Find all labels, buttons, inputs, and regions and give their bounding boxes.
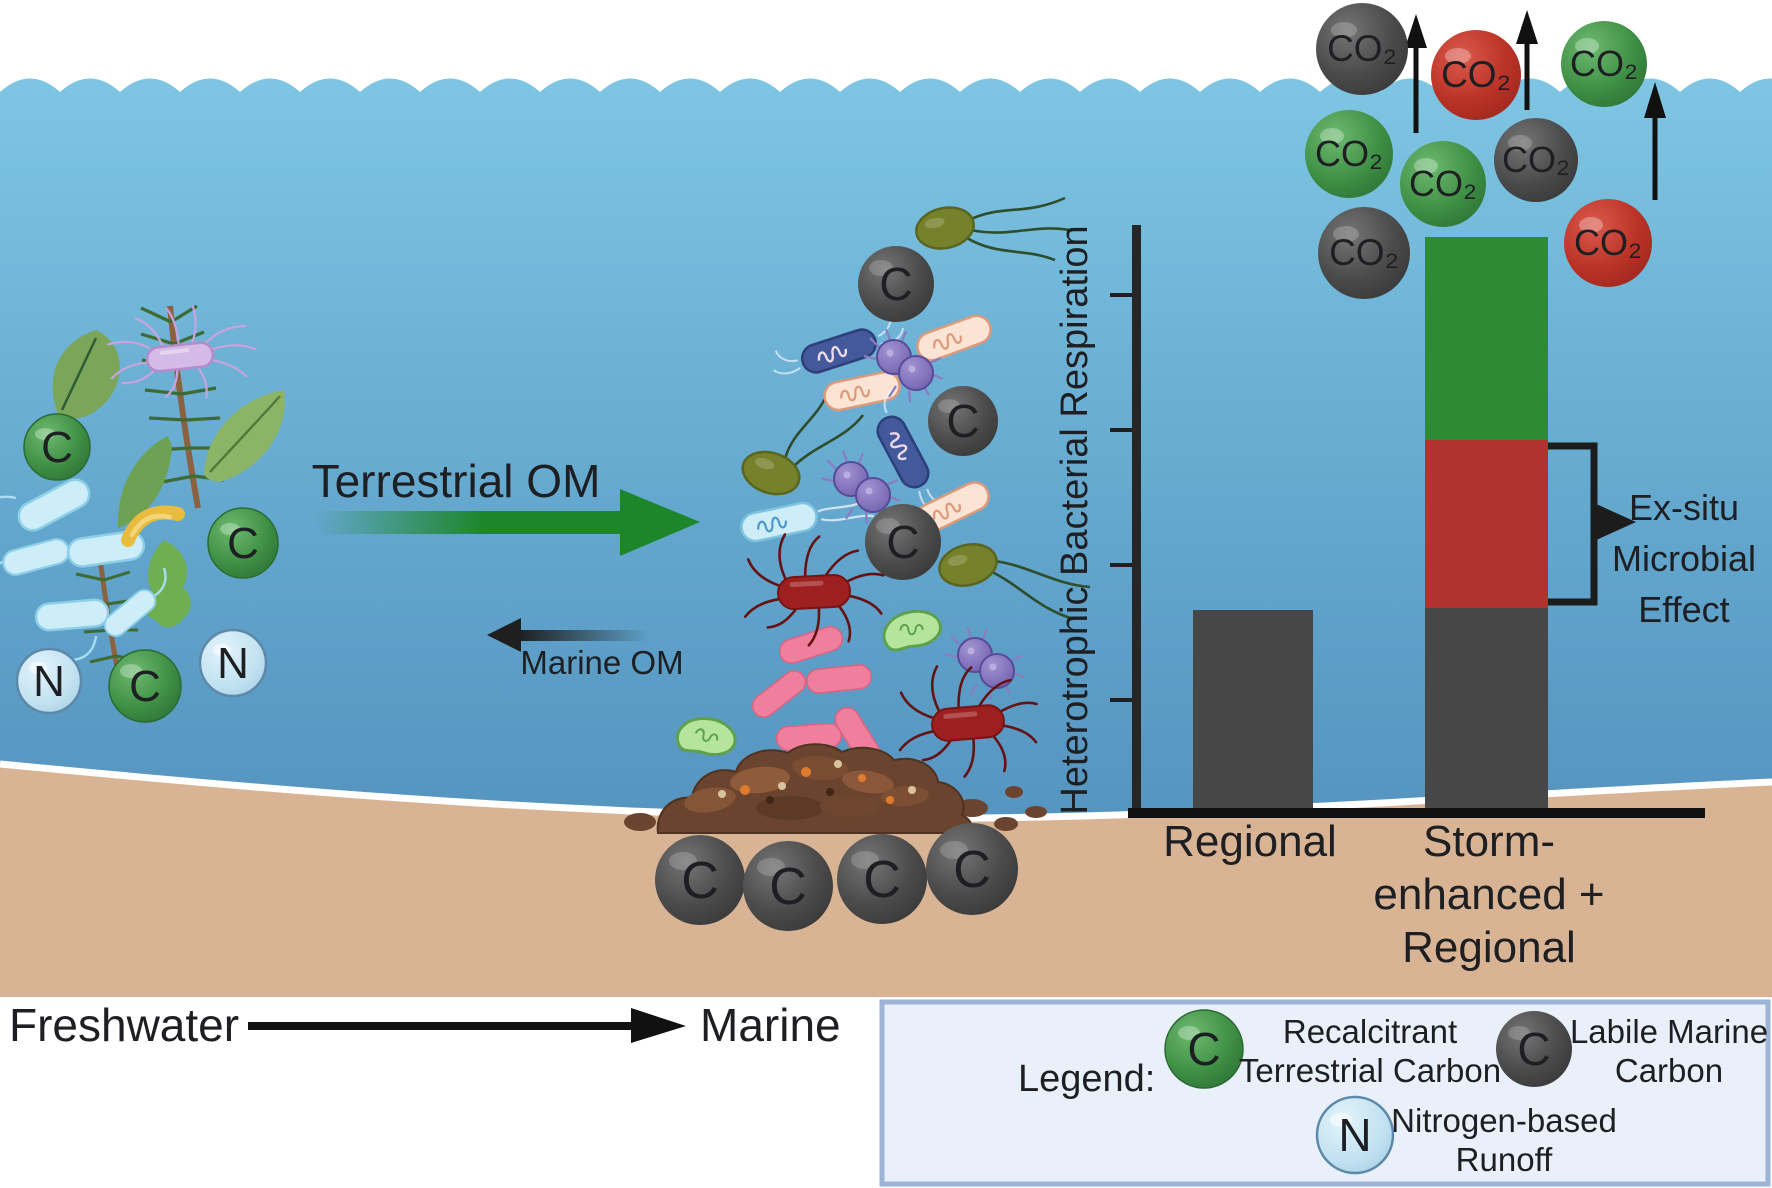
labile-carbon-sphere: C bbox=[858, 246, 934, 322]
co2-glyph: CO₂ bbox=[1315, 133, 1383, 174]
legend-label: Runoff bbox=[1456, 1141, 1553, 1178]
legend-box: Legend: C Recalcitrant Terrestrial Carbo… bbox=[879, 999, 1771, 1187]
terrestrial-om-flux: Terrestrial OM bbox=[312, 455, 700, 556]
terrestrial-om-arrowhead-icon bbox=[620, 489, 700, 556]
legend-title: Legend: bbox=[1018, 1058, 1155, 1100]
carbon-glyph: C bbox=[879, 258, 912, 310]
x-tick-label-storm-line1: Storm- bbox=[1423, 817, 1555, 866]
right-arrowhead-icon bbox=[631, 1008, 686, 1043]
marine-om-arrow bbox=[519, 630, 649, 641]
marine-om-arrowhead-icon bbox=[487, 618, 521, 652]
terrestrial-om-label: Terrestrial OM bbox=[312, 455, 601, 507]
co2-glyph: CO₂ bbox=[1327, 28, 1397, 69]
labile-carbon-sphere: C bbox=[928, 386, 998, 456]
carbon-glyph: C bbox=[41, 423, 73, 472]
nitrogen-runoff-circle: N bbox=[15, 647, 83, 715]
bar-storm-gray-segment bbox=[1425, 608, 1548, 815]
legend-label: Labile Marine bbox=[1570, 1013, 1768, 1050]
nitrogen-glyph: N bbox=[33, 657, 65, 706]
carbon-glyph: C bbox=[953, 841, 991, 899]
sediment-deposit: C C C C bbox=[624, 743, 1047, 931]
legend-label: Nitrogen-based bbox=[1391, 1102, 1617, 1139]
ex-situ-label-line1: Ex-situ bbox=[1629, 487, 1739, 528]
marine-microbial-cluster: C C C bbox=[674, 196, 1091, 784]
y-axis-line bbox=[1132, 225, 1141, 817]
terrestrial-carbon-circle: C bbox=[108, 649, 182, 723]
respiration-bar-chart: Heterotrophic Bacterial Respiration Regi… bbox=[1054, 225, 1756, 972]
freshwater-to-marine-arrow bbox=[248, 1022, 634, 1030]
co2-glyph: CO₂ bbox=[1409, 163, 1477, 204]
carbon-glyph: C bbox=[863, 851, 901, 909]
co2-outgassing: CO₂ CO₂ CO₂ CO₂ CO₂ CO₂ CO₂ CO₂ bbox=[1305, 3, 1666, 299]
terrestrial-plant-debris: C C N C N bbox=[0, 304, 285, 723]
terrestrial-om-arrow bbox=[315, 511, 622, 534]
buried-labile-carbon-sphere: C bbox=[743, 841, 833, 931]
legend-item-recalcitrant-terrestrial-carbon: C Recalcitrant Terrestrial Carbon bbox=[1164, 1009, 1501, 1089]
nitrogen-glyph: N bbox=[1338, 1109, 1371, 1161]
bar-storm-green-segment bbox=[1425, 237, 1548, 440]
nitrogen-runoff-circle: N bbox=[198, 628, 268, 698]
lance-leaf-icon bbox=[117, 436, 172, 528]
lavender-bacterium-icon bbox=[107, 305, 257, 399]
nitrogen-glyph: N bbox=[217, 639, 249, 688]
carbon-glyph: C bbox=[886, 516, 919, 568]
terrestrial-carbon-circle: C bbox=[207, 507, 279, 579]
buried-labile-carbon-sphere: C bbox=[655, 835, 745, 925]
marine-label: Marine bbox=[700, 999, 841, 1051]
co2-glyph: CO₂ bbox=[1502, 139, 1570, 180]
co2-bubble-gray: CO₂ bbox=[1318, 207, 1410, 299]
carbon-glyph: C bbox=[1517, 1023, 1550, 1075]
flagellate-bacterium-icon bbox=[911, 196, 1070, 262]
carbon-glyph: C bbox=[769, 858, 807, 916]
labile-carbon-sphere: C bbox=[865, 504, 941, 580]
co2-glyph: CO₂ bbox=[1570, 43, 1638, 84]
co2-bubble-red: CO₂ bbox=[1564, 199, 1652, 287]
co2-glyph: CO₂ bbox=[1441, 54, 1511, 95]
legend-label: Carbon bbox=[1615, 1052, 1723, 1089]
co2-bubble-gray: CO₂ bbox=[1316, 3, 1408, 95]
carbon-glyph: C bbox=[1187, 1023, 1220, 1075]
co2-glyph: CO₂ bbox=[1574, 222, 1642, 263]
legend-label: Terrestrial Carbon bbox=[1239, 1052, 1501, 1089]
marine-om-flux: Marine OM bbox=[487, 618, 684, 681]
ex-situ-pointer-icon bbox=[1594, 503, 1636, 541]
sediment-mound-icon bbox=[656, 743, 973, 834]
x-tick-label-regional: Regional bbox=[1163, 817, 1337, 866]
freshwater-bacterium-icon bbox=[33, 597, 111, 633]
x-tick-label-storm-line2: enhanced + bbox=[1373, 870, 1604, 919]
buried-labile-carbon-sphere: C bbox=[837, 834, 927, 924]
y-axis-label: Heterotrophic Bacterial Respiration bbox=[1054, 225, 1096, 814]
bar-regional bbox=[1193, 610, 1313, 815]
carbon-glyph: C bbox=[129, 662, 161, 711]
co2-bubble-green: CO₂ bbox=[1305, 110, 1393, 198]
freshwater-label: Freshwater bbox=[9, 999, 239, 1051]
co2-bubble-green: CO₂ bbox=[1561, 21, 1647, 107]
co2-bubble-red: CO₂ bbox=[1431, 30, 1521, 120]
flagellate-bacterium-icon bbox=[933, 537, 1091, 621]
x-axis-line bbox=[1128, 808, 1705, 818]
co2-bubble-gray: CO₂ bbox=[1494, 118, 1578, 202]
bar-storm-red-segment bbox=[1425, 440, 1548, 608]
navy-bacterium-icon bbox=[773, 313, 905, 378]
legend-item-labile-marine-carbon: C Labile Marine Carbon bbox=[1496, 1011, 1768, 1089]
carbon-glyph: C bbox=[227, 519, 259, 568]
terrestrial-carbon-circle: C bbox=[23, 413, 91, 481]
co2-bubble-green: CO₂ bbox=[1400, 141, 1486, 227]
carbon-glyph: C bbox=[681, 852, 719, 910]
ex-situ-label-line2: Microbial bbox=[1612, 538, 1756, 579]
pine-twig-icon bbox=[167, 305, 201, 509]
carbon-glyph: C bbox=[946, 395, 979, 447]
co2-glyph: CO₂ bbox=[1329, 232, 1399, 273]
buried-labile-carbon-sphere: C bbox=[926, 823, 1018, 915]
salinity-gradient-labels: Freshwater Marine bbox=[9, 999, 841, 1051]
legend-label: Recalcitrant bbox=[1283, 1013, 1457, 1050]
marine-om-label: Marine OM bbox=[520, 644, 683, 681]
x-tick-label-storm-line3: Regional bbox=[1402, 923, 1576, 972]
ex-situ-label-line3: Effect bbox=[1638, 589, 1729, 630]
legend-item-nitrogen-runoff: N Nitrogen-based Runoff bbox=[1315, 1095, 1617, 1178]
